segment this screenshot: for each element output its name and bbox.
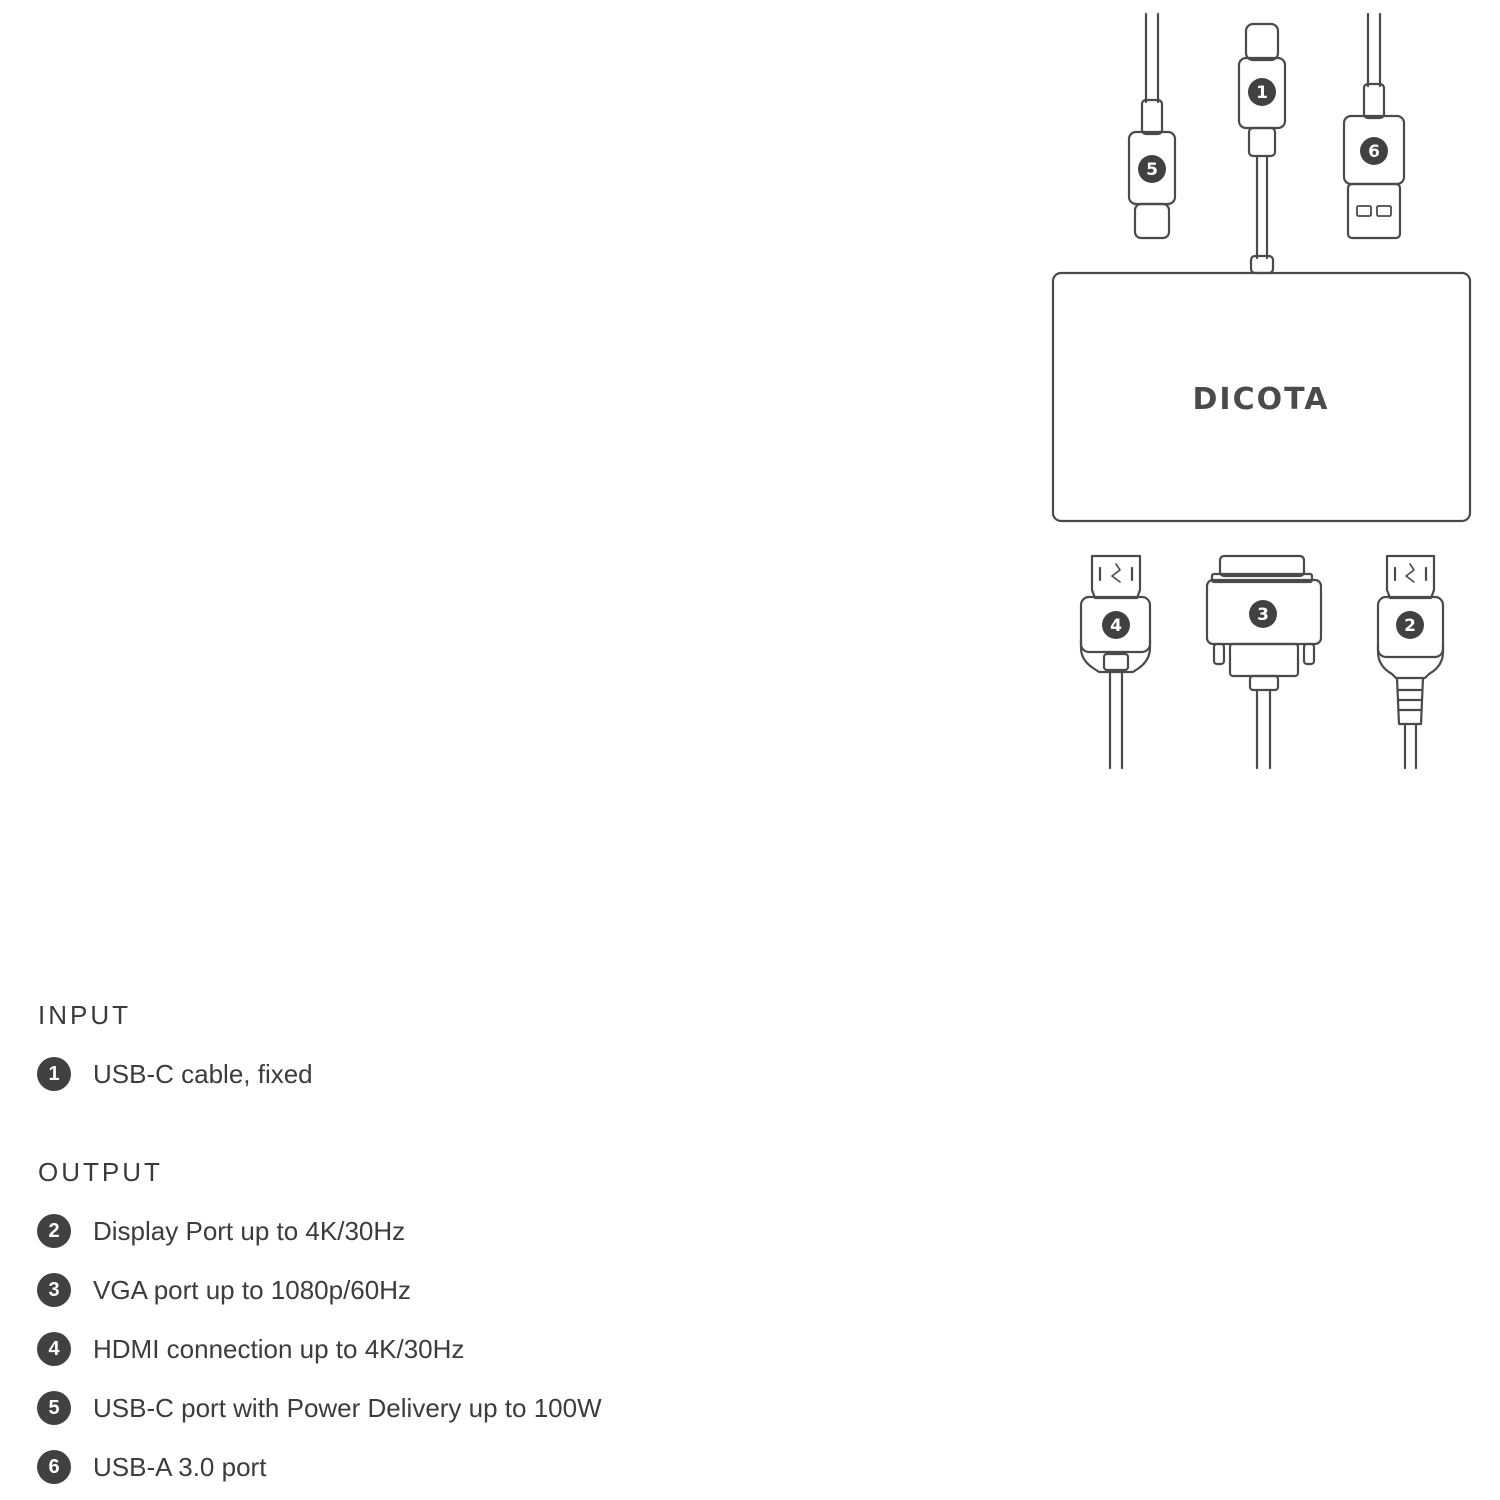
input-section-title: INPUT (38, 1000, 131, 1030)
number-badge-icon: 2 (37, 1214, 71, 1248)
usb-a-connector (1342, 12, 1406, 240)
legend-text: USB-C cable, fixed (93, 1058, 313, 1089)
legend-text: HDMI connection up to 4K/30Hz (93, 1333, 465, 1364)
svg-text:4: 4 (1110, 616, 1122, 636)
svg-text:3: 3 (1257, 605, 1269, 625)
legend-item-output-4: 4 HDMI connection up to 4K/30Hz (37, 1331, 464, 1367)
svg-text:6: 6 (1368, 142, 1380, 162)
number-badge-icon: 4 (37, 1332, 71, 1366)
usb-c-pd-connector (1127, 12, 1177, 240)
legend-item-output-6: 6 USB-A 3.0 port (37, 1449, 266, 1485)
legend-item-input-1: 1 USB-C cable, fixed (37, 1056, 313, 1092)
legend-item-output-5: 5 USB-C port with Power Delivery up to 1… (37, 1390, 602, 1426)
connector-badge-6: 6 (1360, 137, 1388, 165)
usb-c-fixed-cable (1237, 22, 1287, 275)
vga-connector (1205, 554, 1323, 770)
svg-text:5: 5 (1146, 160, 1158, 180)
legend-item-output-2: 2 Display Port up to 4K/30Hz (37, 1213, 405, 1249)
legend-text: Display Port up to 4K/30Hz (93, 1215, 406, 1246)
legend-text: USB-C port with Power Delivery up to 100… (93, 1392, 602, 1423)
connector-badge-3: 3 (1249, 600, 1277, 628)
connector-badge-5: 5 (1138, 155, 1166, 183)
hub-diagram: DICOTA 1 5 6 4 3 2 (1051, 12, 1472, 770)
displayport-connector (1376, 554, 1445, 770)
brand-logo: DICOTA (1193, 382, 1330, 417)
svg-text:2: 2 (1404, 616, 1416, 636)
connector-badge-1: 1 (1248, 78, 1276, 106)
legend-text: VGA port up to 1080p/60Hz (93, 1274, 411, 1305)
number-badge-icon: 3 (37, 1273, 71, 1307)
output-section-title: OUTPUT (38, 1157, 163, 1187)
hdmi-connector (1079, 554, 1152, 770)
number-badge-icon: 1 (37, 1057, 71, 1091)
connector-badge-2: 2 (1396, 611, 1424, 639)
legend-text: USB-A 3.0 port (93, 1451, 267, 1482)
number-badge-icon: 6 (37, 1450, 71, 1484)
connector-badge-4: 4 (1102, 611, 1130, 639)
svg-text:1: 1 (1256, 83, 1268, 103)
legend-item-output-3: 3 VGA port up to 1080p/60Hz (37, 1272, 411, 1308)
number-badge-icon: 5 (37, 1391, 71, 1425)
